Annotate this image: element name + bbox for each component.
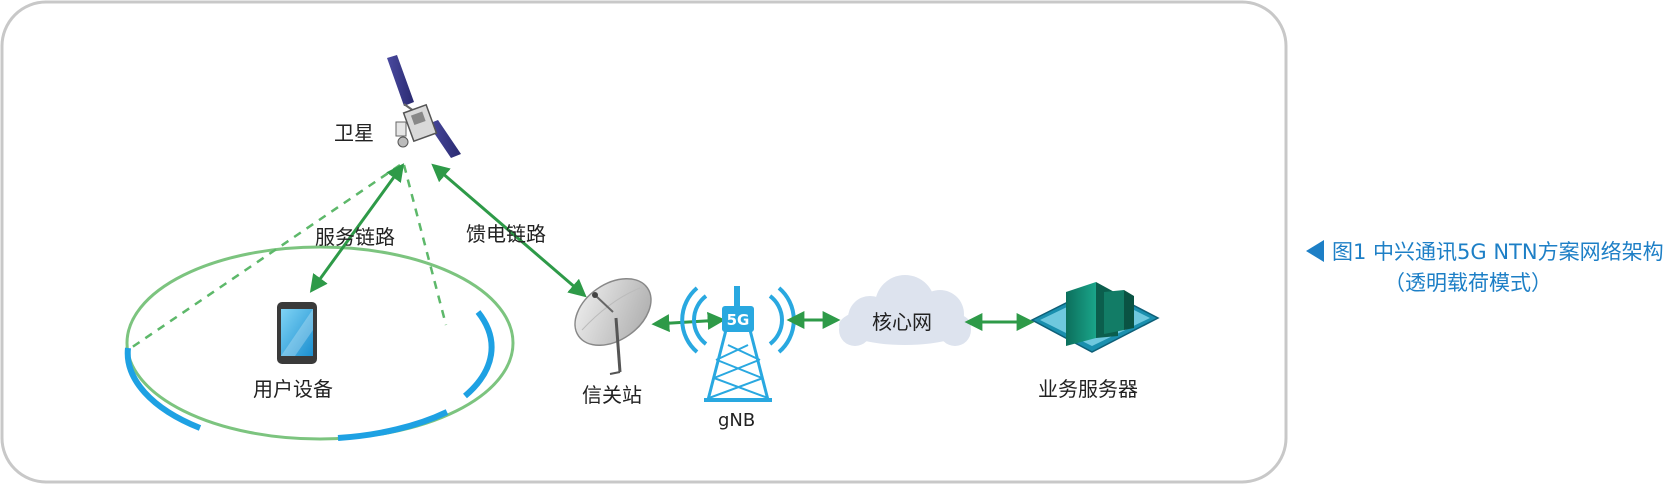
gnb-label: gNB <box>718 410 755 431</box>
user-device-label: 用户设备 <box>253 377 333 401</box>
caption-title: 图1 中兴通讯5G NTN方案网络架构 <box>1332 240 1664 264</box>
service-link-label: 服务链路 <box>315 225 395 249</box>
gateway-gnb-arrow <box>651 311 726 333</box>
beam-edge-left <box>127 163 401 352</box>
phone-icon <box>277 302 317 364</box>
service-link-arrow <box>309 163 405 293</box>
cloud-icon <box>839 275 971 346</box>
server-icon <box>1030 282 1160 353</box>
gateway-label: 信关站 <box>582 383 642 407</box>
gnb-tower-icon <box>680 286 796 402</box>
core-network-label: 核心网 <box>872 310 932 334</box>
satellite-label: 卫星 <box>334 121 374 145</box>
gateway-dish-icon <box>574 277 652 375</box>
feeder-link-arrow <box>431 163 587 298</box>
satellite-icon <box>387 55 461 158</box>
beam-edge-right <box>402 164 448 326</box>
caption-marker-icon <box>1306 240 1324 262</box>
diagram-frame <box>0 0 1288 484</box>
caption-subtitle: （透明载荷模式） <box>1384 271 1552 295</box>
app-server-label: 业务服务器 <box>1038 377 1138 401</box>
gnb-badge: 5G <box>727 311 750 329</box>
feeder-link-label: 馈电链路 <box>466 222 546 246</box>
